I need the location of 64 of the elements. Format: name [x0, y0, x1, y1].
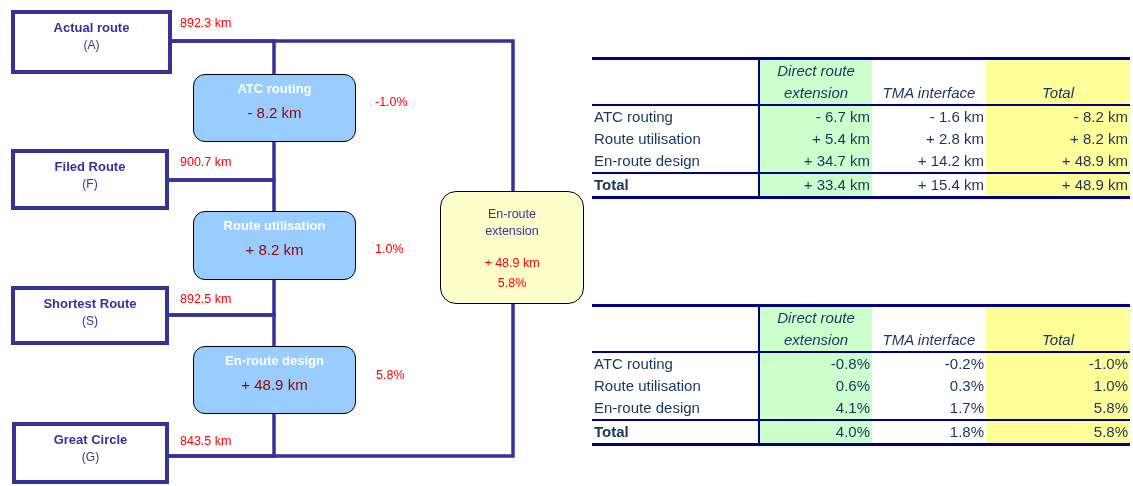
table-cell: + 48.9 km: [986, 173, 1130, 198]
table-cell: + 5.4 km: [759, 128, 872, 150]
connector-line: [169, 304, 515, 458]
route-box: [11, 286, 169, 345]
connector-line: [169, 313, 276, 346]
table-cell: 4.0%: [759, 420, 872, 445]
component-box: [193, 74, 356, 142]
connector-line: [169, 178, 276, 211]
route-name: Actual route: [53, 20, 130, 35]
table-cell: 0.3%: [872, 375, 986, 397]
table-cell: - 1.6 km: [872, 105, 986, 128]
distance-label: 892.3 km: [180, 16, 232, 30]
component-box: [193, 346, 356, 414]
route-code: (S): [82, 314, 98, 328]
table-cell: - 8.2 km: [986, 105, 1130, 128]
table-cell: -1.0%: [986, 352, 1130, 375]
table-cell: + 2.8 km: [872, 128, 986, 150]
route-box: [11, 149, 169, 210]
table-cell: 1.0%: [986, 375, 1130, 397]
table-cell: + 48.9 km: [986, 150, 1130, 173]
percentage-value: 5.8%: [497, 276, 527, 290]
route-box: [12, 422, 169, 484]
row-header: Total: [592, 420, 759, 445]
table-cell: -0.8%: [759, 352, 872, 375]
component-name: En-route extension: [484, 206, 540, 240]
route-code: (G): [81, 450, 100, 464]
table-cell: 1.7%: [872, 397, 986, 420]
table-cell: + 33.4 km: [759, 173, 872, 198]
route-code: (A): [83, 38, 100, 52]
table-cell: + 34.7 km: [759, 150, 872, 173]
component-name: En-route design: [225, 353, 324, 368]
route-code: (F): [82, 177, 98, 191]
table-cell: 5.8%: [986, 420, 1130, 445]
column-header: Direct route extension: [759, 305, 872, 352]
row-header: Total: [592, 173, 759, 198]
table-cell: 5.8%: [986, 397, 1130, 420]
component-name: Route utilisation: [223, 218, 326, 233]
component-box: [193, 211, 356, 280]
distance-value: + 8.2 km: [245, 241, 304, 258]
distance-value: + 48.9 km: [484, 256, 540, 270]
extension-box: [440, 191, 584, 304]
route-name: Shortest Route: [43, 296, 137, 311]
table-cell: 0.6%: [759, 375, 872, 397]
column-header: Total: [986, 58, 1130, 105]
distance-label: 900.7 km: [180, 155, 232, 169]
table-cell: 4.1%: [759, 397, 872, 420]
distance-value: - 8.2 km: [247, 104, 302, 121]
percentage-label: -1.0%: [375, 95, 408, 109]
distance-value: + 48.9 km: [241, 376, 308, 393]
route-name: Great Circle: [53, 432, 128, 447]
table-cell: -0.2%: [872, 352, 986, 375]
column-header: Direct route extension: [759, 58, 872, 105]
table-cell: + 8.2 km: [986, 128, 1130, 150]
route-name: Filed Route: [54, 159, 126, 174]
column-header: Total: [986, 305, 1130, 352]
percentage-label: 1.0%: [375, 242, 404, 256]
percentage-label: 5.8%: [376, 368, 405, 382]
connector-line: [172, 39, 515, 191]
distance-label: 892.5 km: [180, 292, 232, 306]
component-name: ATC routing: [237, 81, 312, 96]
route-box: [11, 10, 172, 74]
table-cell: + 14.2 km: [872, 150, 986, 173]
table-cell: - 6.7 km: [759, 105, 872, 128]
distance-label: 843.5 km: [180, 434, 232, 448]
